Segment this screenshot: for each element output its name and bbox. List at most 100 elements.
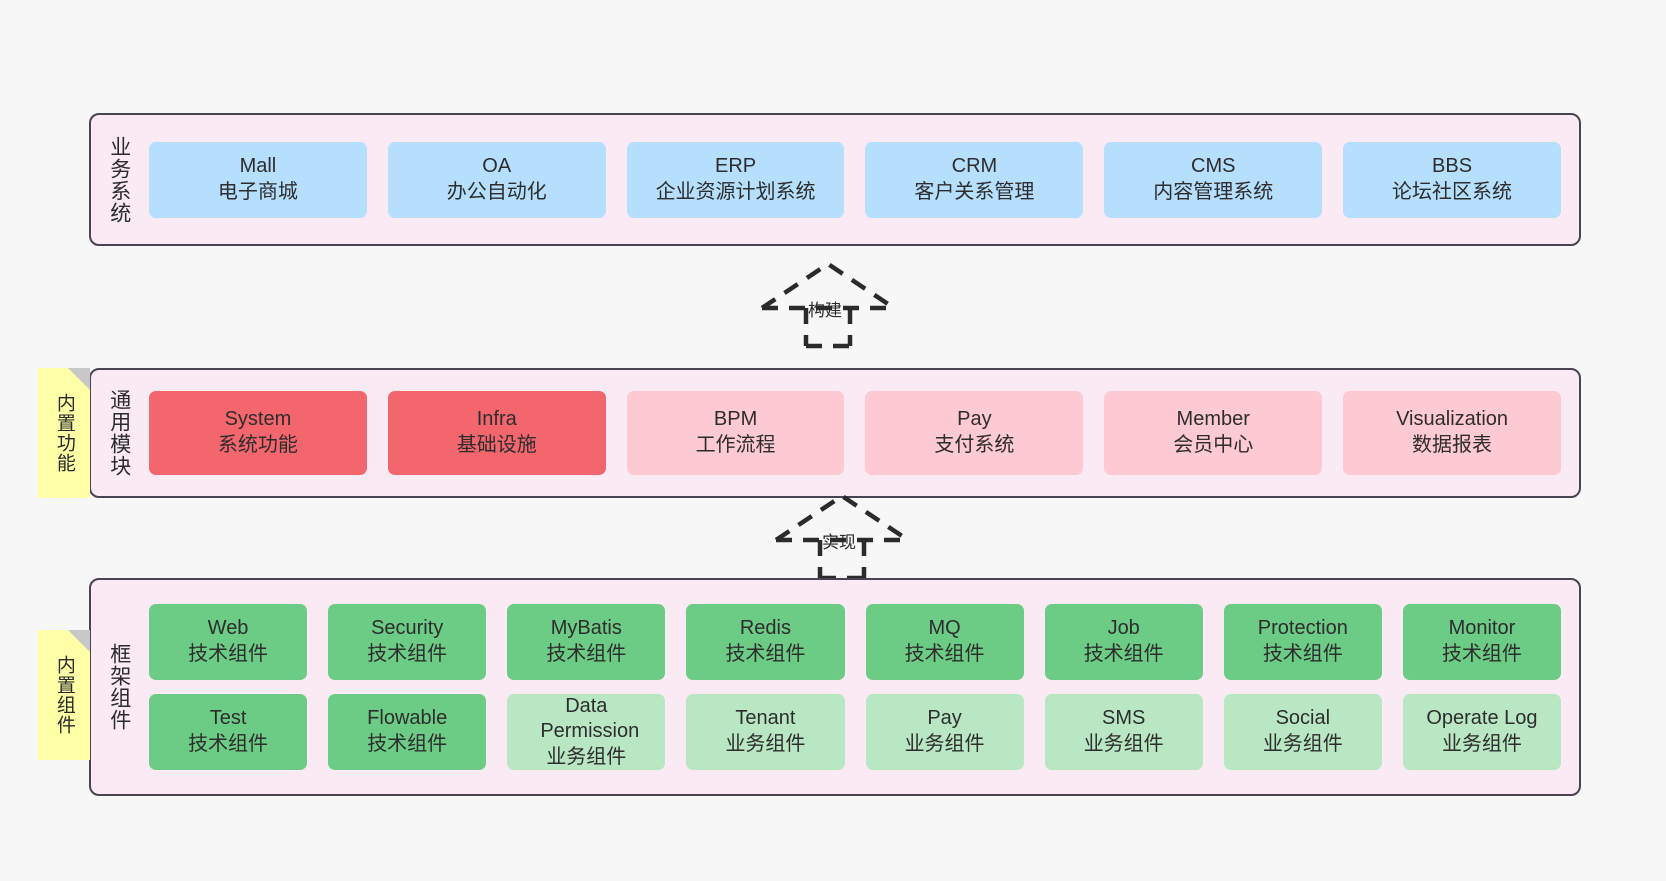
- node-subtitle: 技术组件: [904, 643, 985, 665]
- connector-implement: 实现: [770, 490, 930, 582]
- node-title: Monitor: [1448, 617, 1516, 640]
- node-social[interactable]: Social 业务组件: [1223, 694, 1382, 770]
- node-title: Pay: [927, 707, 962, 730]
- layer-caption-business-systems: 业务系统: [107, 135, 131, 224]
- node-security[interactable]: Security 技术组件: [328, 604, 487, 680]
- node-erp[interactable]: ERP 企业资源计划系统: [626, 141, 845, 218]
- node-subtitle: 业务组件: [546, 745, 627, 768]
- folded-corner-icon: [68, 368, 90, 390]
- node-title: Tenant: [735, 707, 796, 730]
- node-title: Infra: [476, 408, 517, 431]
- sticky-note-label: 内置功能: [53, 393, 75, 473]
- node-title: BBS: [1432, 154, 1473, 177]
- node-mq[interactable]: MQ 技术组件: [865, 604, 1024, 680]
- node-title: ERP: [715, 154, 757, 177]
- node-subtitle: 会员中心: [1173, 434, 1254, 456]
- node-subtitle: 业务组件: [1262, 733, 1343, 755]
- node-title: Social: [1275, 707, 1331, 730]
- node-title: CMS: [1191, 154, 1236, 177]
- node-title: Web: [207, 617, 249, 640]
- connector-label-implement: 实现: [822, 533, 856, 552]
- node-protection[interactable]: Protection 技术组件: [1223, 604, 1382, 680]
- node-mybatis[interactable]: MyBatis 技术组件: [507, 604, 666, 680]
- node-pay[interactable]: Pay 支付系统: [865, 391, 1084, 475]
- node-title: Data Permission: [540, 694, 640, 743]
- node-subtitle: 论坛社区系统: [1392, 180, 1513, 203]
- node-title: Operate Log: [1426, 707, 1538, 730]
- node-subtitle: 技术组件: [188, 733, 269, 755]
- node-title: Member: [1176, 408, 1250, 431]
- layer-business-systems: 业务系统 Mall 电子商城 OA 办公自动化 ERP 企业资源计划系统 CRM…: [89, 113, 1581, 246]
- node-subtitle: 技术组件: [546, 643, 627, 665]
- node-row: Web 技术组件 Security 技术组件 MyBatis 技术组件 Redi…: [149, 604, 1561, 680]
- node-title: Test: [209, 707, 247, 730]
- node-title: System: [224, 408, 292, 431]
- node-bbs[interactable]: BBS 论坛社区系统: [1343, 141, 1561, 218]
- node-system[interactable]: System 系统功能: [149, 391, 367, 475]
- node-member[interactable]: Member 会员中心: [1104, 391, 1323, 475]
- node-tenant[interactable]: Tenant 业务组件: [686, 694, 845, 770]
- node-data-permission[interactable]: Data Permission 业务组件: [507, 694, 666, 770]
- node-oa[interactable]: OA 办公自动化: [387, 141, 606, 218]
- node-title: CRM: [951, 154, 998, 177]
- node-operate-log[interactable]: Operate Log 业务组件: [1402, 694, 1561, 770]
- node-title: Flowable: [367, 707, 448, 730]
- connector-label-build: 构建: [808, 301, 842, 320]
- node-crm[interactable]: CRM 客户关系管理: [865, 141, 1084, 218]
- node-subtitle: 基础设施: [456, 434, 537, 456]
- layer-body-business-systems: Mall 电子商城 OA 办公自动化 ERP 企业资源计划系统 CRM 客户关系…: [139, 115, 1579, 244]
- node-row: System 系统功能 Infra 基础设施 BPM 工作流程 Pay 支付系统…: [149, 391, 1561, 475]
- node-subtitle: 技术组件: [188, 643, 269, 665]
- node-job[interactable]: Job 技术组件: [1044, 604, 1203, 680]
- node-pay-component[interactable]: Pay 业务组件: [865, 694, 1024, 770]
- node-visualization[interactable]: Visualization 数据报表: [1343, 391, 1561, 475]
- dashed-generalization-arrow-icon: [760, 261, 896, 349]
- node-flowable[interactable]: Flowable 技术组件: [328, 694, 487, 770]
- node-subtitle: 数据报表: [1412, 434, 1493, 456]
- layer-body-common-modules: System 系统功能 Infra 基础设施 BPM 工作流程 Pay 支付系统…: [139, 370, 1579, 496]
- node-sms[interactable]: SMS 业务组件: [1044, 694, 1203, 770]
- node-title: Protection: [1257, 617, 1348, 640]
- layer-common-modules: 通用模块 System 系统功能 Infra 基础设施 BPM 工作流程 Pay…: [89, 368, 1581, 498]
- sticky-note-label: 内置组件: [53, 655, 75, 735]
- node-bpm[interactable]: BPM 工作流程: [626, 391, 845, 475]
- node-row: Test 技术组件 Flowable 技术组件 Data Permission …: [149, 694, 1561, 770]
- node-subtitle: 业务组件: [725, 733, 806, 755]
- node-title: Redis: [739, 617, 791, 640]
- node-subtitle: 业务组件: [904, 733, 985, 755]
- node-title: Pay: [957, 408, 992, 431]
- node-subtitle: 办公自动化: [446, 180, 547, 203]
- node-row: Mall 电子商城 OA 办公自动化 ERP 企业资源计划系统 CRM 客户关系…: [149, 141, 1561, 218]
- node-test[interactable]: Test 技术组件: [149, 694, 308, 770]
- node-subtitle: 业务组件: [1083, 733, 1164, 755]
- node-cms[interactable]: CMS 内容管理系统: [1104, 141, 1323, 218]
- node-monitor[interactable]: Monitor 技术组件: [1402, 604, 1561, 680]
- node-subtitle: 技术组件: [1441, 643, 1522, 665]
- node-subtitle: 业务组件: [1441, 733, 1522, 755]
- node-subtitle: 系统功能: [217, 434, 298, 456]
- node-web[interactable]: Web 技术组件: [149, 604, 308, 680]
- layer-caption-framework-components: 框架组件: [107, 643, 131, 731]
- layer-framework-components: 框架组件 Web 技术组件 Security 技术组件 MyBatis 技术组件…: [89, 578, 1581, 796]
- node-title: Mall: [239, 154, 277, 177]
- node-subtitle: 内容管理系统: [1153, 180, 1274, 203]
- node-subtitle: 技术组件: [1083, 643, 1164, 665]
- node-title: Security: [371, 617, 444, 640]
- node-subtitle: 工作流程: [695, 434, 776, 456]
- node-title: MyBatis: [550, 617, 622, 640]
- node-subtitle: 电子商城: [217, 180, 298, 203]
- node-title: BPM: [713, 408, 758, 431]
- node-subtitle: 企业资源计划系统: [655, 180, 816, 203]
- node-redis[interactable]: Redis 技术组件: [686, 604, 845, 680]
- node-title: MQ: [928, 617, 961, 640]
- node-subtitle: 技术组件: [367, 733, 448, 755]
- node-subtitle: 技术组件: [367, 643, 448, 665]
- node-infra[interactable]: Infra 基础设施: [387, 391, 606, 475]
- node-subtitle: 技术组件: [725, 643, 806, 665]
- node-subtitle: 支付系统: [934, 434, 1015, 456]
- node-title: Job: [1107, 617, 1140, 640]
- node-mall[interactable]: Mall 电子商城: [149, 141, 367, 218]
- layer-caption-common-modules: 通用模块: [107, 389, 131, 477]
- sticky-note-builtin-components: 内置组件: [38, 630, 90, 760]
